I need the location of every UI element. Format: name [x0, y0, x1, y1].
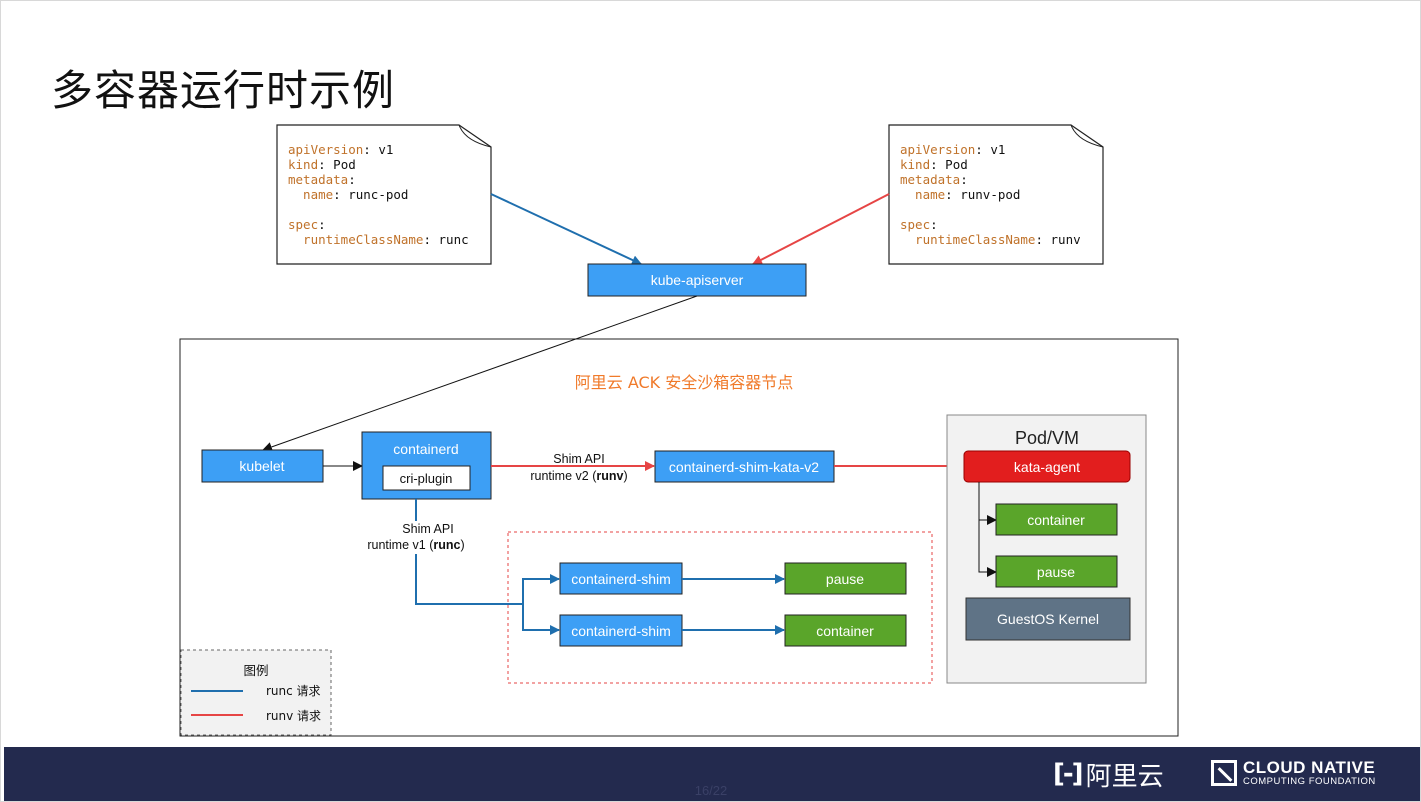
slide-title: 多容器运行时示例	[51, 66, 396, 115]
shim-v2-label-line1: Shim API	[553, 452, 604, 466]
shim-kata-v2-box: containerd-shim-kata-v2	[654, 450, 835, 483]
vm-container-label: container	[1027, 512, 1085, 528]
yaml-value: v1	[371, 142, 394, 157]
footer-bar	[4, 747, 1420, 801]
kata-agent-label: kata-agent	[1014, 459, 1080, 475]
yaml-value: v1	[983, 142, 1006, 157]
shim-v2-label-line2: runtime v2 (runv)	[530, 469, 627, 483]
containerd-box: containerd cri-plugin	[361, 431, 492, 500]
containerd-shim-1-label: containerd-shim	[571, 571, 671, 587]
svg-text:metadata:: metadata:	[288, 172, 356, 187]
runc-request-arrow	[490, 193, 642, 265]
kata-agent-box	[963, 450, 1131, 483]
aliyun-logo: [-] 阿里云	[1053, 757, 1164, 792]
cncf-logo: CLOUD NATIVE COMPUTING FOUNDATION	[1211, 759, 1376, 787]
cncf-logo-line2: COMPUTING FOUNDATION	[1243, 776, 1376, 787]
ack-node-title: 阿里云 ACK 安全沙箱容器节点	[575, 373, 794, 392]
yaml-key: kind	[288, 157, 318, 172]
svg-text:runtimeClassName: runc: runtimeClassName: runc	[288, 232, 469, 247]
shim-v1-line	[415, 499, 523, 605]
svg-text:apiVersion: v1: apiVersion: v1	[288, 142, 393, 157]
yaml-key: name	[900, 187, 945, 202]
containerd-label: containerd	[393, 441, 458, 457]
yaml-value: Pod	[326, 157, 356, 172]
vm-pause-label: pause	[1037, 564, 1075, 580]
pause-box: pause	[784, 562, 907, 595]
yaml-doc-runv: apiVersion: v1 kind: Pod metadata: name:…	[888, 124, 1104, 265]
cncf-logo-line1: CLOUD NATIVE	[1243, 758, 1376, 777]
legend: 图例 runc 请求 runv 请求	[180, 649, 332, 736]
shim-v1-label-line2: runtime v1 (runc)	[367, 538, 464, 552]
containerd-shim-1-box: containerd-shim	[559, 562, 683, 595]
yaml-key: metadata	[900, 172, 960, 187]
guest-kernel-label: GuestOS Kernel	[997, 611, 1099, 627]
yaml-doc-runc: apiVersion: v1 kind: Pod metadata: name:…	[276, 124, 492, 265]
cri-plugin-label: cri-plugin	[400, 471, 453, 486]
yaml-key: runtimeClassName	[288, 232, 423, 247]
svg-text:spec:: spec:	[900, 217, 938, 232]
svg-text:runtimeClassName: runv: runtimeClassName: runv	[900, 232, 1081, 247]
yaml-key: name	[288, 187, 333, 202]
container-label: container	[816, 623, 874, 639]
yaml-value: runc	[431, 232, 469, 247]
container-box: container	[784, 614, 907, 647]
vm-pause-box	[995, 555, 1118, 588]
aliyun-logo-icon: [-]	[1053, 759, 1084, 789]
kubelet-box: kubelet	[201, 449, 324, 483]
svg-text:name: runv-pod: name: runv-pod	[900, 187, 1020, 202]
yaml-value: Pod	[938, 157, 968, 172]
legend-runc-label: runc 请求	[266, 684, 321, 698]
yaml-key: spec	[288, 217, 318, 232]
containerd-shim-2-box: containerd-shim	[559, 614, 683, 647]
yaml-value: runc-pod	[341, 187, 409, 202]
guest-kernel-box	[965, 597, 1131, 641]
svg-text:kind: Pod: kind: Pod	[900, 157, 968, 172]
svg-text:name: runc-pod: name: runc-pod	[288, 187, 408, 202]
pause-label: pause	[826, 571, 864, 587]
pod-vm-title: Pod/VM	[1015, 428, 1079, 448]
pod-vm-box: Pod/VM kata-agent container pause GuestO…	[946, 414, 1147, 684]
svg-text:metadata:: metadata:	[900, 172, 968, 187]
yaml-value: runv-pod	[953, 187, 1021, 202]
cncf-logo-icon	[1211, 760, 1237, 786]
ack-node-frame	[179, 338, 1179, 737]
page-indicator[interactable]: 16/22	[694, 783, 728, 798]
yaml-key: apiVersion	[288, 142, 363, 157]
shim-v1-label-line1: Shim API	[402, 522, 453, 536]
kube-apiserver-box: kube-apiserver	[587, 263, 807, 297]
svg-text:apiVersion: v1: apiVersion: v1	[900, 142, 1005, 157]
vm-container-box	[995, 503, 1118, 536]
yaml-key: kind	[900, 157, 930, 172]
svg-text:kind: Pod: kind: Pod	[288, 157, 356, 172]
yaml-key: metadata	[288, 172, 348, 187]
aliyun-logo-text: 阿里云	[1085, 761, 1164, 792]
shim-kata-v2-label: containerd-shim-kata-v2	[669, 459, 819, 475]
yaml-key: apiVersion	[900, 142, 975, 157]
apiserver-to-kubelet-arrow	[262, 295, 698, 452]
yaml-value: runv	[1043, 232, 1081, 247]
svg-text:spec:: spec:	[288, 217, 326, 232]
legend-title: 图例	[243, 663, 268, 678]
legend-runv-label: runv 请求	[266, 709, 321, 723]
architecture-diagram: apiVersion: v1 kind: Pod metadata: name:…	[179, 124, 1179, 737]
yaml-key: runtimeClassName	[900, 232, 1035, 247]
runv-request-arrow	[752, 193, 890, 265]
yaml-key: spec	[900, 217, 930, 232]
kube-apiserver-label: kube-apiserver	[651, 272, 744, 288]
kubelet-label: kubelet	[239, 458, 284, 474]
runc-shim-group	[507, 531, 933, 684]
cri-plugin-box	[382, 465, 471, 491]
containerd-shim-2-label: containerd-shim	[571, 623, 671, 639]
